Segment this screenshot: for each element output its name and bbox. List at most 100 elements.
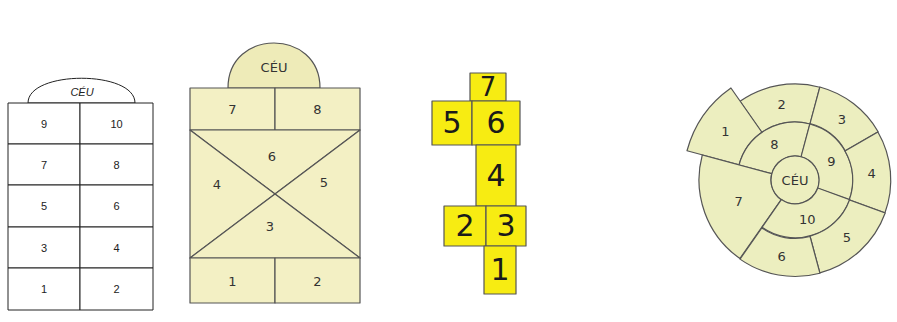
- cell-shape: [80, 185, 153, 227]
- cell-number: 8: [313, 103, 321, 116]
- cell-shape: [190, 194, 360, 258]
- cell-number: 7: [228, 103, 236, 116]
- cell-number: 8: [770, 138, 778, 151]
- hopscotch-cell: 7: [190, 88, 275, 130]
- cell-number: 3: [41, 242, 47, 253]
- cell-shape: [771, 156, 819, 204]
- cell-number: 3: [496, 211, 515, 241]
- cell-number: 3: [838, 112, 846, 125]
- cell-number: 6: [268, 150, 276, 163]
- cell-outline: [275, 130, 360, 258]
- cell-shape: [8, 103, 80, 144]
- hopscotch-cell: 5: [432, 101, 472, 145]
- sky-label: CÉU: [261, 61, 288, 74]
- cell-shape: [845, 132, 891, 213]
- cell-number: 6: [113, 201, 119, 212]
- sky-dome: CÉU: [228, 43, 320, 88]
- hopscotch-cell: 9: [8, 103, 80, 144]
- cell-shape: [80, 227, 153, 268]
- cell-shape: [8, 227, 80, 268]
- cell-number: 2: [777, 98, 785, 111]
- cell-shape: [8, 268, 80, 310]
- hopscotch-cell: 7: [699, 155, 781, 258]
- cell-number: 9: [41, 118, 47, 129]
- hopscotch-cell: 2: [275, 258, 360, 303]
- cell-shape: [8, 185, 80, 227]
- sky-label: CÉU: [782, 174, 809, 187]
- hopscotch-cell: 4: [476, 145, 516, 206]
- cell-number: 1: [721, 125, 729, 138]
- hopscotch-cell: 10: [762, 188, 850, 238]
- cell-shape: [80, 103, 153, 144]
- cell-shape: [810, 87, 878, 151]
- hopscotch-cell: 8: [739, 122, 810, 174]
- cell-shape: [687, 88, 762, 165]
- hopscotch-cell: 8: [275, 88, 360, 130]
- cell-shape: [444, 206, 486, 246]
- cell-number: 4: [213, 178, 221, 191]
- cell-number: 9: [827, 155, 835, 168]
- cell-number: 7: [734, 194, 742, 207]
- cell-shape: [275, 130, 360, 258]
- cell-shape: [740, 84, 820, 132]
- hopscotch-cell: 7: [470, 73, 506, 101]
- cell-shape: [190, 88, 275, 130]
- cell-shape: [8, 144, 80, 185]
- cell-number: 5: [320, 176, 328, 189]
- cell-number: 6: [777, 249, 785, 262]
- cell-number: 5: [843, 230, 851, 243]
- cell-number: 8: [113, 159, 119, 170]
- hopscotch-cell: 3: [810, 87, 878, 151]
- hopscotch-cell: 1: [687, 88, 762, 165]
- hopscotch-cell: 6: [472, 101, 520, 145]
- cell-shape: [190, 130, 275, 258]
- cell-shape: [801, 124, 853, 200]
- cell-number: 1: [228, 274, 236, 287]
- hopscotch-cell: 1: [190, 258, 275, 303]
- hopscotch-cell: 4: [190, 130, 275, 258]
- cell-shape: [739, 122, 810, 174]
- cell-number: 2: [455, 211, 474, 241]
- hopscotch-cell: 6: [740, 228, 820, 276]
- cell-shape: [275, 258, 360, 303]
- cell-shape: [740, 228, 820, 276]
- cell-shape: [80, 268, 153, 310]
- cell-number: 2: [113, 284, 119, 295]
- cell-number: 10: [799, 213, 816, 226]
- cell-number: 4: [486, 161, 505, 191]
- cell-shape: [470, 73, 506, 101]
- hopscotch-cell: 4: [80, 227, 153, 268]
- hopscotch-cell: 7: [8, 144, 80, 185]
- hopscotch-cell: 3: [486, 206, 526, 246]
- cell-shape: [762, 188, 850, 238]
- hopscotch-cell: 5: [810, 200, 885, 273]
- hopscotch-cell: 1: [484, 246, 516, 294]
- cell-number: 7: [480, 74, 497, 100]
- hopscotch-cell: 1: [8, 268, 80, 310]
- cell-shape: [28, 78, 135, 103]
- sky-dome: CÉU: [28, 78, 135, 103]
- sky-label: CÉU: [70, 87, 93, 98]
- cell-number: 2: [313, 274, 321, 287]
- cell-number: 6: [486, 108, 505, 138]
- hopscotch-cell: 3: [190, 194, 360, 258]
- cell-shape: [699, 155, 781, 258]
- hopscotch-cell: 8: [80, 144, 153, 185]
- cell-number: 4: [868, 167, 876, 180]
- cell-number: 7: [41, 159, 47, 170]
- hopscotch-cell: 5: [275, 130, 360, 258]
- cell-outline: [190, 130, 275, 258]
- cell-shape: [275, 88, 360, 130]
- hopscotch-cell: 4: [845, 132, 891, 213]
- cell-outline: [190, 194, 360, 258]
- cell-shape: [432, 101, 472, 145]
- cell-shape: [810, 200, 885, 273]
- hopscotch-cell: 5: [8, 185, 80, 227]
- hopscotch-cell: 2: [444, 206, 486, 246]
- cell-shape: [476, 145, 516, 206]
- cell-number: 4: [113, 242, 119, 253]
- hopscotch-cell: 2: [740, 84, 820, 132]
- sky-circle: CÉU: [771, 156, 819, 204]
- hopscotch-cell: 2: [80, 268, 153, 310]
- hopscotch-cell: 9: [801, 124, 853, 200]
